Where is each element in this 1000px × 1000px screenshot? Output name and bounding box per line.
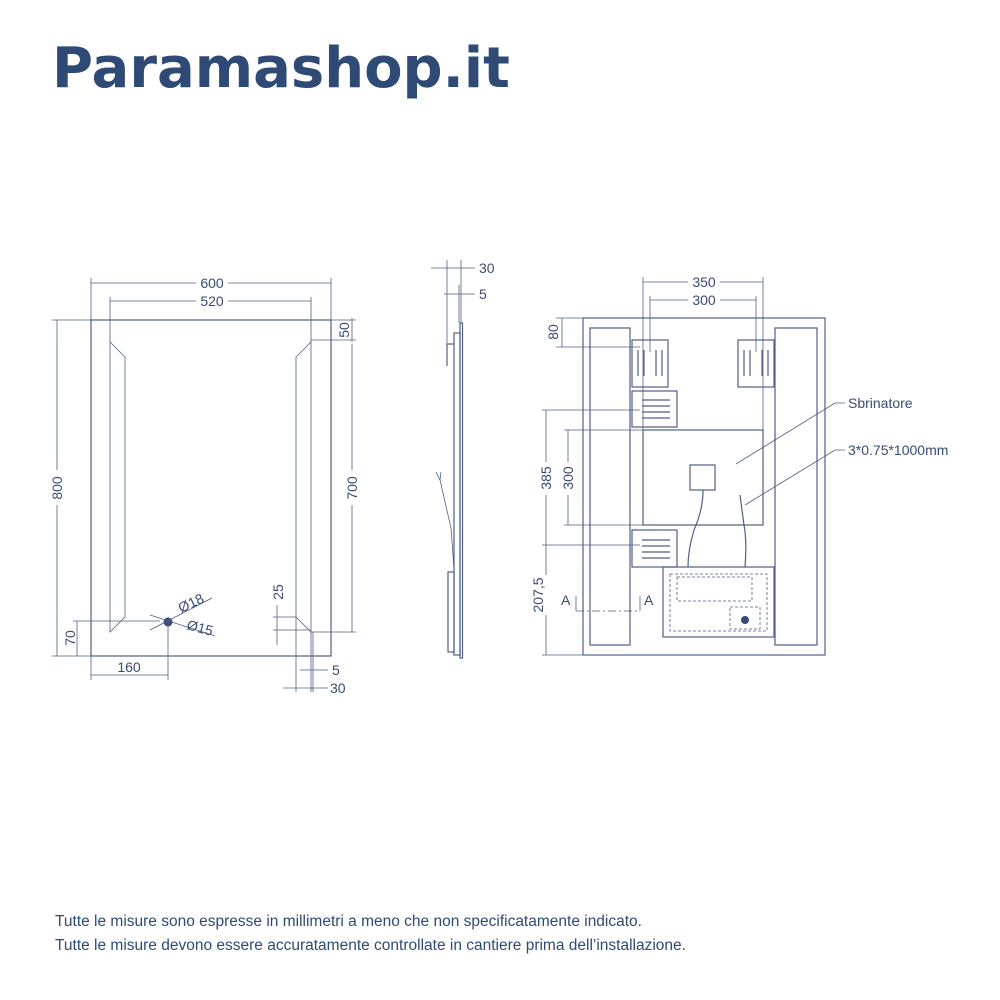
side-bracket-lower-icon — [631, 529, 678, 568]
footer-notes: Tutte le misure sono espresse in millime… — [55, 910, 686, 958]
led-channel-right — [774, 327, 818, 646]
led-strip-left — [109, 341, 126, 633]
dim-dia-15: Ø15 — [185, 616, 215, 638]
dim-207-5: 207,5 — [530, 577, 546, 612]
led-strip-right — [295, 341, 312, 633]
dim-350: 350 — [692, 274, 716, 290]
dim-70: 70 — [62, 630, 78, 646]
dim-600: 600 — [200, 275, 224, 291]
label-defroster: Sbrinatore — [848, 395, 913, 411]
side-bracket-upper-icon — [631, 390, 678, 428]
dim-300-v: 300 — [560, 466, 576, 490]
junction-box — [689, 464, 716, 491]
dim-depth-30: 30 — [479, 260, 495, 276]
label-cable: 3*0.75*1000mm — [848, 442, 948, 458]
dim-800: 800 — [49, 476, 65, 500]
dim-80: 80 — [545, 324, 561, 340]
section-a-left: A — [561, 592, 571, 608]
power-connector-icon — [741, 616, 749, 624]
dim-5: 5 — [332, 662, 340, 678]
control-box-profile — [447, 571, 455, 653]
note-verify: Tutte le misure devono essere accuratame… — [55, 937, 686, 954]
led-channel-left — [589, 327, 631, 646]
dim-520: 520 — [200, 293, 224, 309]
dim-25: 25 — [270, 584, 286, 600]
mirror-outline — [90, 319, 332, 657]
brand-logo: Paramashop.it — [52, 36, 510, 101]
dim-glass-5: 5 — [479, 286, 487, 302]
back-view: 350 300 80 385 300 207,5 A A Sbrinatore … — [530, 274, 948, 656]
dim-50: 50 — [336, 322, 352, 338]
frame-profile — [453, 332, 461, 656]
side-view: 30 5 — [431, 260, 495, 659]
dim-385: 385 — [538, 466, 554, 490]
dim-30: 30 — [330, 680, 346, 696]
dim-dia-18: Ø18 — [176, 590, 207, 616]
section-a-right: A — [644, 592, 654, 608]
dim-700: 700 — [344, 476, 360, 500]
power-supply-box — [662, 566, 775, 638]
defroster-pad — [642, 429, 764, 526]
dim-160: 160 — [117, 659, 141, 675]
front-view: 600 520 800 700 50 70 Ø18 Ø15 160 25 — [49, 275, 360, 696]
back-outline — [582, 317, 826, 656]
note-units: Tutte le misure sono espresse in millime… — [55, 913, 642, 930]
dim-300-h: 300 — [692, 292, 716, 308]
